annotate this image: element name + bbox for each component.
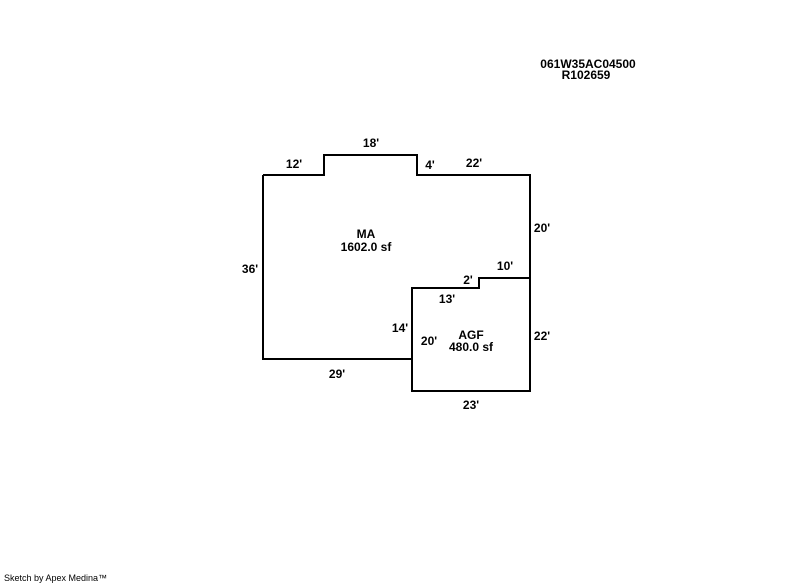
dim-ma-right: 20' bbox=[534, 221, 550, 235]
dim-agf-top: 13' bbox=[439, 292, 455, 306]
dim-ma-top-step: 4' bbox=[425, 158, 435, 172]
parcel-id: 061W35AC04500 bbox=[540, 57, 636, 71]
dim-ma-left: 36' bbox=[242, 262, 258, 276]
dim-agf-left: 20' bbox=[421, 334, 437, 348]
sketch-credit: Sketch by Apex Medina™ bbox=[4, 573, 108, 583]
dim-ma-top-bump: 18' bbox=[363, 136, 379, 150]
garage-area-size: 480.0 sf bbox=[449, 340, 494, 354]
main-area-size: 1602.0 sf bbox=[341, 240, 393, 254]
dim-ma-inner-left: 14' bbox=[392, 321, 408, 335]
dim-ma-notch-step: 2' bbox=[463, 273, 473, 287]
garage-area-code: AGF bbox=[458, 328, 483, 342]
dim-agf-right: 22' bbox=[534, 329, 550, 343]
dim-ma-notch-top: 10' bbox=[497, 259, 513, 273]
dim-ma-top-right: 22' bbox=[466, 156, 482, 170]
dim-ma-top-left: 12' bbox=[286, 157, 302, 171]
dim-agf-bottom: 23' bbox=[463, 398, 479, 412]
account-id: R102659 bbox=[562, 68, 611, 82]
dim-ma-bottom: 29' bbox=[329, 367, 345, 381]
garage-outline bbox=[411, 277, 531, 392]
main-area-code: MA bbox=[357, 227, 376, 241]
